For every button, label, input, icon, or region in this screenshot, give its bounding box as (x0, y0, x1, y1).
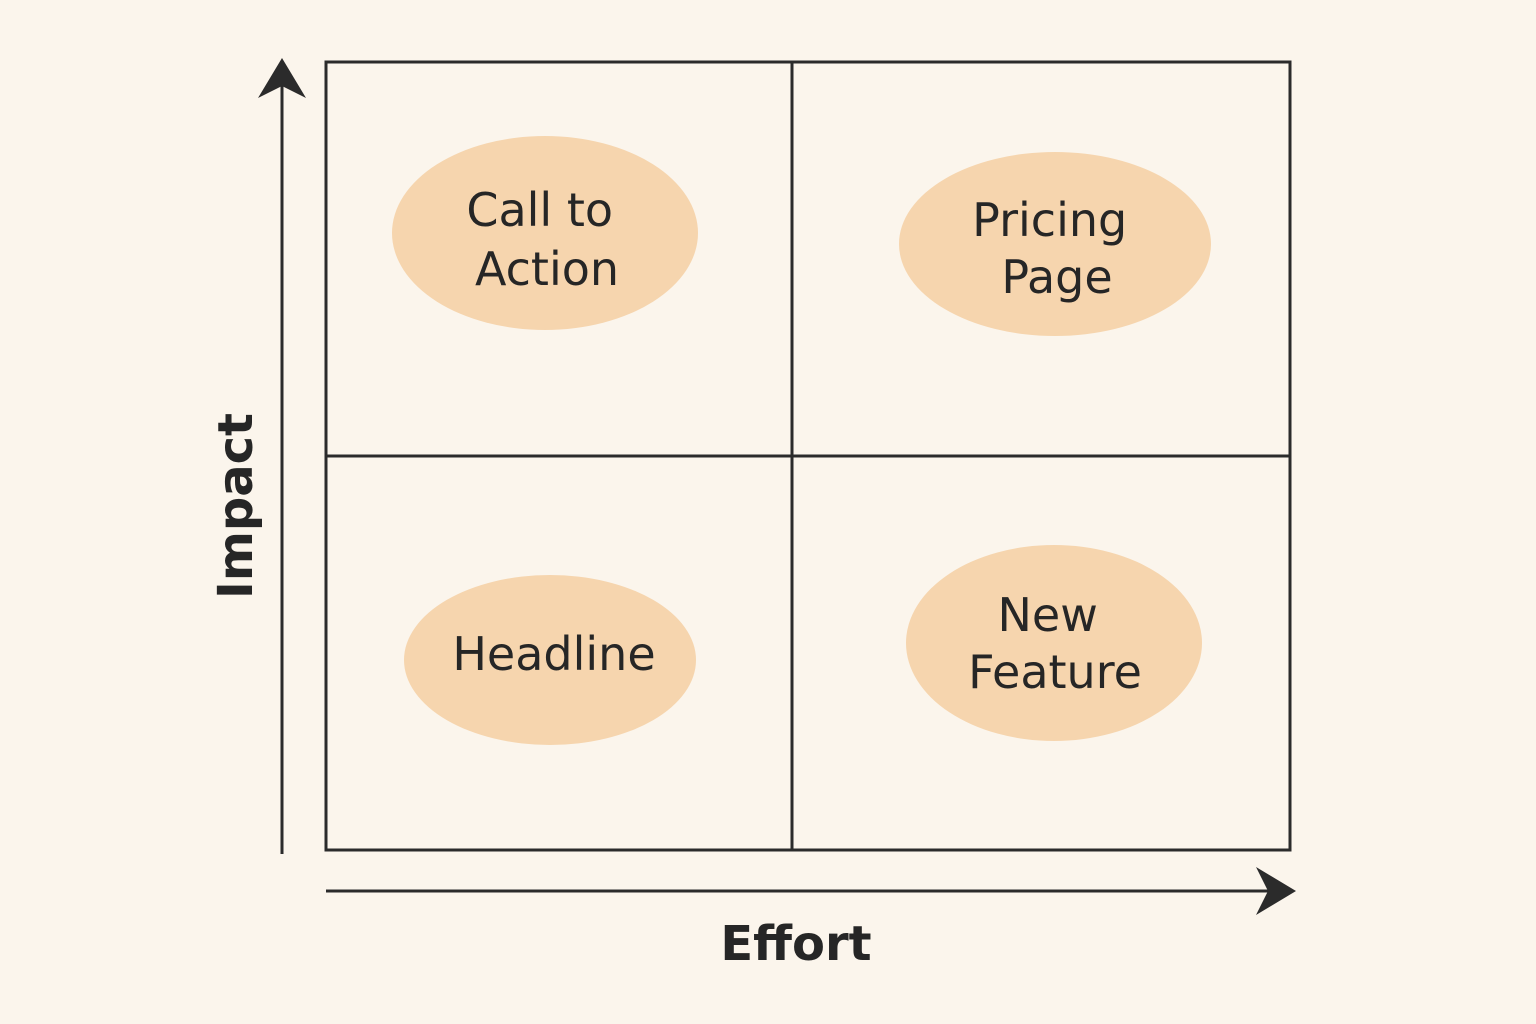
bubble-label-line: Page (1001, 250, 1112, 304)
bubble-label-line: Headline (452, 627, 655, 681)
quadrant-bottom-left: Headline (404, 575, 696, 745)
bubble-label: Headline (452, 627, 655, 681)
bubble-label-line: Pricing (972, 193, 1127, 247)
bubble-label-line: Call to (466, 183, 613, 237)
y-axis-arrowhead-icon (258, 58, 306, 98)
bubble-new-feature (906, 545, 1202, 741)
bubble-label: Pricing Page (972, 193, 1142, 304)
quadrant-top-right: Pricing Page (899, 152, 1211, 336)
bubble-label-line: Feature (968, 645, 1142, 699)
bubble-label: New Feature (968, 588, 1142, 699)
quadrant-bottom-right: New Feature (906, 545, 1202, 741)
bubble-headline (404, 575, 696, 745)
y-axis-title: Impact (208, 413, 264, 599)
bubble-pricing-page (899, 152, 1211, 336)
x-axis-arrowhead-icon (1256, 867, 1296, 915)
quadrant-top-left: Call to Action (392, 136, 698, 330)
x-axis-title: Effort (720, 916, 871, 972)
bubble-label-line: New (998, 588, 1098, 642)
bubble-call-to-action (392, 136, 698, 330)
bubble-label: Call to Action (466, 183, 627, 296)
bubble-label-line: Action (475, 242, 619, 296)
